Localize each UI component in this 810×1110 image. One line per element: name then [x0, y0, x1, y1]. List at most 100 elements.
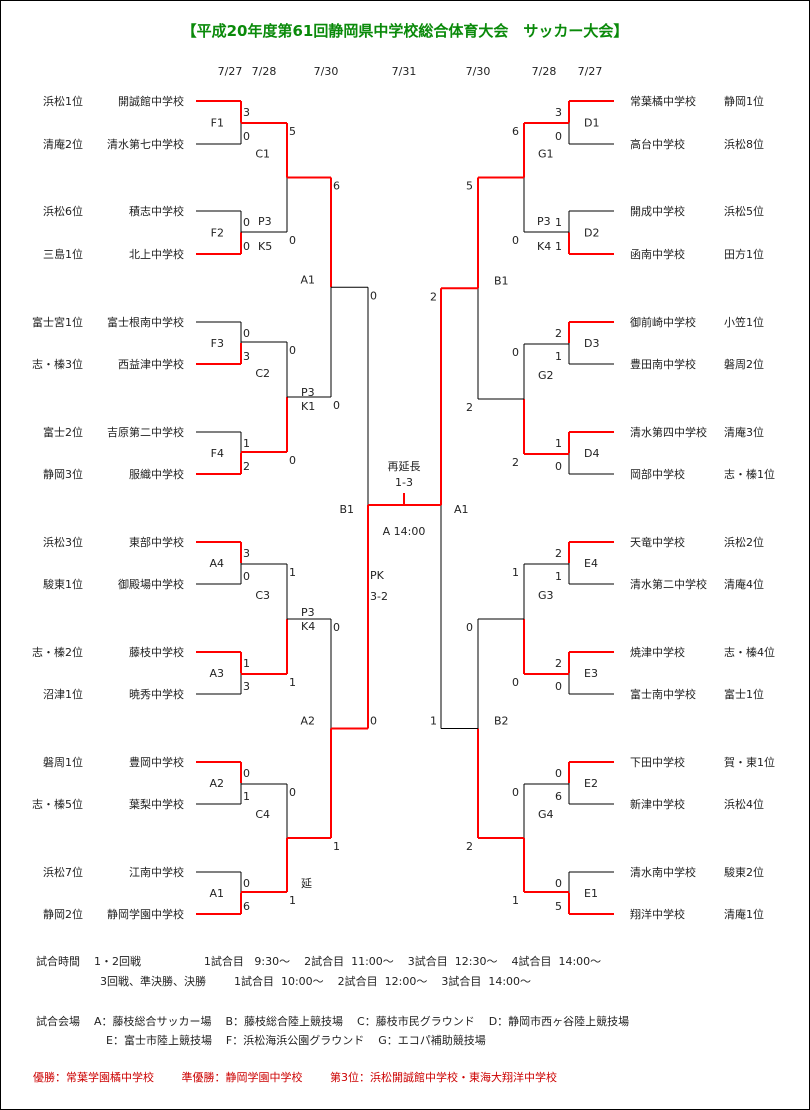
note-label: P3: [258, 215, 272, 228]
match-label: F4: [211, 447, 224, 460]
score-label: 2: [466, 401, 473, 414]
match-label: E3: [584, 667, 598, 680]
score-label: 0: [555, 460, 562, 473]
team-name: 清水第二中学校: [630, 577, 707, 591]
match-label: B1: [339, 503, 354, 516]
score-label: 1: [555, 350, 562, 363]
team-seed: 志・榛5位: [32, 797, 83, 811]
score-label: 6: [333, 180, 340, 193]
score-label: 6: [555, 790, 562, 803]
match-label: B2: [494, 715, 509, 728]
team-name: 岡部中学校: [630, 467, 685, 481]
team-name: 富士南中学校: [630, 687, 696, 701]
third-place-text: 第3位：浜松開誠館中学校・東海大翔洋中学校: [330, 1071, 557, 1084]
team-seed: 富士宮1位: [32, 315, 83, 329]
team-name: 暁秀中学校: [129, 687, 184, 701]
schedule-row-2: 3回戦、準決勝、決勝 1試合目 10:00～ 2試合目 12:00～ 3試合目 …: [100, 975, 532, 988]
note-label: K5: [258, 240, 272, 253]
date-label: 7/27: [578, 65, 603, 78]
score-label: 2: [243, 460, 250, 473]
team-seed: 浜松6位: [43, 204, 83, 218]
team-seed: 沼津1位: [43, 687, 83, 701]
team-name: 清水第四中学校: [630, 425, 707, 439]
team-name: 静岡学園中学校: [107, 907, 184, 921]
match-label: D3: [584, 337, 599, 350]
date-label: 7/28: [252, 65, 277, 78]
schedule-section: 試合時間 1・2回戦 1試合目 9:30～ 2試合目 11:00～ 3試合目 1…: [36, 955, 601, 969]
team-seed: 浜松2位: [724, 535, 764, 549]
note-label: 1-3: [395, 476, 413, 489]
note-label: K4: [537, 240, 551, 253]
score-label: 6: [243, 900, 250, 913]
score-label: 0: [243, 240, 250, 253]
team-seed: 浜松1位: [43, 94, 83, 108]
match-label: A1: [454, 503, 469, 516]
team-seed: 浜松3位: [43, 535, 83, 549]
team-seed: 駿東2位: [724, 865, 764, 879]
match-label: G1: [538, 148, 554, 161]
team-name: 積志中学校: [129, 204, 184, 218]
team-seed: 清庵1位: [724, 907, 764, 921]
venue-label: 試合会場: [36, 1015, 80, 1028]
score-label: 0: [555, 680, 562, 693]
team-seed: 清庵2位: [43, 137, 83, 151]
score-label: 0: [289, 344, 296, 357]
team-name: 開誠館中学校: [118, 94, 184, 108]
match-label: A4: [209, 557, 224, 570]
team-name: 豊田南中学校: [630, 357, 696, 371]
team-name: 吉原第二中学校: [107, 425, 184, 439]
venue-row-1: A：藤枝総合サッカー場 B：藤枝総合陸上競技場 C：藤枝市民グラウンド D：静岡…: [94, 1015, 630, 1028]
team-seed: 静岡3位: [43, 467, 83, 481]
page-title: 【平成20年度第61回静岡県中学校総合体育大会 サッカー大会】: [182, 22, 629, 40]
team-name: 御前崎中学校: [630, 315, 696, 329]
score-label: 0: [333, 399, 340, 412]
score-label: 1: [289, 676, 296, 689]
score-label: 0: [512, 234, 519, 247]
match-label: C4: [255, 808, 270, 821]
match-label: G4: [538, 808, 554, 821]
team-name: 清水第七中学校: [107, 137, 184, 151]
team-name: 葉梨中学校: [129, 797, 184, 811]
venue-row-2: E：富士市陸上競技場 F：浜松海浜公園グラウンド G：エコパ補助競技場: [106, 1034, 486, 1047]
team-name: 清水南中学校: [630, 865, 696, 879]
team-seed: 浜松4位: [724, 797, 764, 811]
date-label: 7/31: [392, 65, 417, 78]
team-seed: 磐周1位: [43, 755, 83, 769]
match-label: B1: [494, 274, 509, 287]
score-label: 3: [243, 680, 250, 693]
score-label: 0: [289, 786, 296, 799]
score-label: 1: [333, 840, 340, 853]
match-label: F3: [211, 337, 224, 350]
score-label: 0: [370, 289, 377, 302]
match-label: G2: [538, 369, 554, 382]
match-label: F1: [211, 117, 224, 130]
score-label: 0: [243, 130, 250, 143]
team-seed: 静岡2位: [43, 907, 83, 921]
note-label: K1: [301, 400, 315, 413]
score-label: 1: [243, 657, 250, 670]
score-label: 5: [289, 125, 296, 138]
team-seed: 富士2位: [43, 425, 83, 439]
team-name: 北上中学校: [129, 247, 184, 261]
score-label: 2: [430, 290, 437, 303]
team-seed: 志・榛3位: [32, 357, 83, 371]
team-name: 常葉橘中学校: [630, 94, 696, 108]
score-label: 0: [243, 216, 250, 229]
team-name: 函南中学校: [630, 247, 685, 261]
score-label: 2: [555, 547, 562, 560]
match-label: D1: [584, 117, 599, 130]
score-label: 1: [512, 566, 519, 579]
score-label: 2: [512, 456, 519, 469]
match-label: C3: [255, 589, 270, 602]
score-label: 0: [555, 130, 562, 143]
team-name: 東部中学校: [129, 535, 184, 549]
score-label: 1: [555, 216, 562, 229]
match-label: A2: [300, 715, 315, 728]
score-label: 1: [555, 437, 562, 450]
team-seed: 志・榛4位: [724, 645, 775, 659]
team-seed: 浜松8位: [724, 137, 764, 151]
score-label: 0: [512, 676, 519, 689]
score-label: 0: [512, 346, 519, 359]
